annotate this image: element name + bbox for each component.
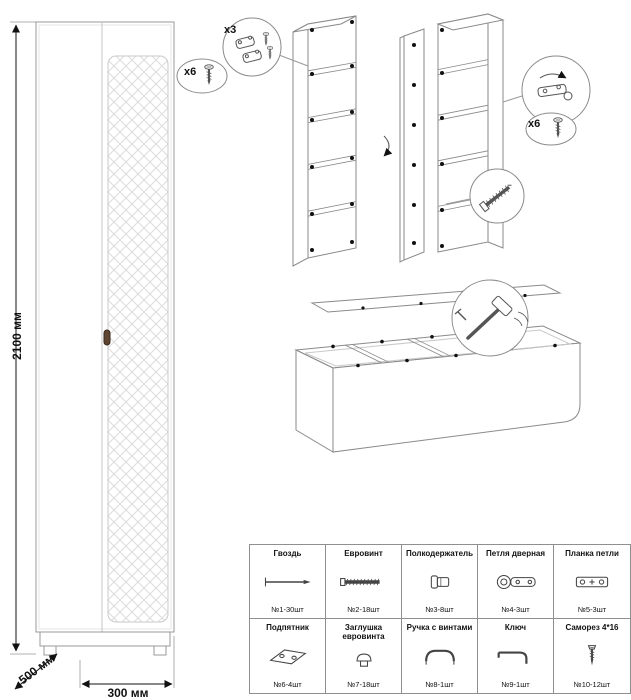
part-name: Саморез 4*16 (565, 623, 619, 632)
depth-dimension-line (14, 653, 58, 690)
door-hinge-icon (496, 574, 536, 589)
width-dimension-line (79, 636, 175, 688)
cap-icon (356, 653, 371, 667)
part-name: Полкодержатель (405, 549, 474, 558)
part-name: Подпятник (266, 623, 309, 632)
part-qty: №3-8шт (425, 605, 454, 614)
part-cell-shelf-holder: Полкодержатель №3-8шт (402, 545, 478, 619)
height-dimension-label: 2100 мм (10, 312, 24, 360)
assembly-arrow (383, 135, 393, 157)
part-qty: №9-1шт (501, 680, 530, 689)
hinge-callout (176, 17, 309, 94)
hammer-icon (454, 295, 529, 340)
handle-icon (424, 649, 455, 665)
screw-icon (587, 645, 597, 666)
part-name: Заглушка евровинта (342, 623, 385, 642)
part-cell-key: Ключ №9-1шт (478, 619, 554, 693)
hinge-mount-callout (502, 55, 591, 146)
key-icon (497, 651, 527, 664)
side-panel-exploded (383, 28, 425, 263)
width-dimension-label: 300 мм (107, 686, 149, 700)
part-name: Ручка с винтами (406, 623, 473, 632)
cabinet-front-view (35, 21, 175, 656)
door-handle (103, 329, 111, 346)
hinges-qty-label: x3 (224, 24, 237, 36)
part-cell-door-hinge: Петля дверная №4-3шт (478, 545, 554, 619)
eurovint-icon (339, 577, 380, 586)
part-cell-cap: Заглушка евровинта №7-18шт (326, 619, 402, 693)
glide-icon (268, 649, 307, 665)
part-qty: №5-3шт (577, 605, 607, 614)
hinge-plate-icon (575, 576, 609, 587)
parts-table: Гвоздь №1-30шт Евровинт №2-18шт Полкодер… (249, 544, 631, 694)
part-qty: №4-3шт (501, 605, 530, 614)
part-qty: №8-1шт (425, 680, 454, 689)
part-qty: №2-18шт (347, 605, 380, 614)
part-cell-eurovint: Евровинт №2-18шт (326, 545, 402, 619)
part-qty: №10-12шт (573, 680, 611, 689)
carcass-horizontal (294, 325, 582, 453)
screws-left-qty-label: x6 (184, 66, 197, 78)
part-cell-screw: Саморез 4*16 №10-12шт (554, 619, 630, 693)
part-name: Планка петли (565, 549, 619, 558)
part-qty: №1-30шт (271, 605, 304, 614)
shelf-holder-icon (430, 575, 449, 589)
part-cell-glide: Подпятник №6-4шт (250, 619, 326, 693)
nail-icon (264, 577, 311, 586)
part-qty: №7-18шт (347, 680, 380, 689)
part-name: Петля дверная (485, 549, 546, 558)
part-cell-nail: Гвоздь №1-30шт (250, 545, 326, 619)
part-name: Ключ (504, 623, 527, 632)
part-name: Гвоздь (273, 549, 302, 558)
carcass-exploded-left (292, 15, 357, 267)
screws-right-qty-label: x6 (528, 118, 541, 130)
part-name: Евровинт (344, 549, 383, 558)
hammer-callout (451, 279, 529, 357)
part-cell-hinge-plate: Планка петли №5-3шт (554, 545, 630, 619)
part-qty: №6-4шт (273, 680, 302, 689)
part-cell-handle: Ручка с винтами №8-1шт (402, 619, 478, 693)
confirmat-callout (445, 168, 525, 224)
